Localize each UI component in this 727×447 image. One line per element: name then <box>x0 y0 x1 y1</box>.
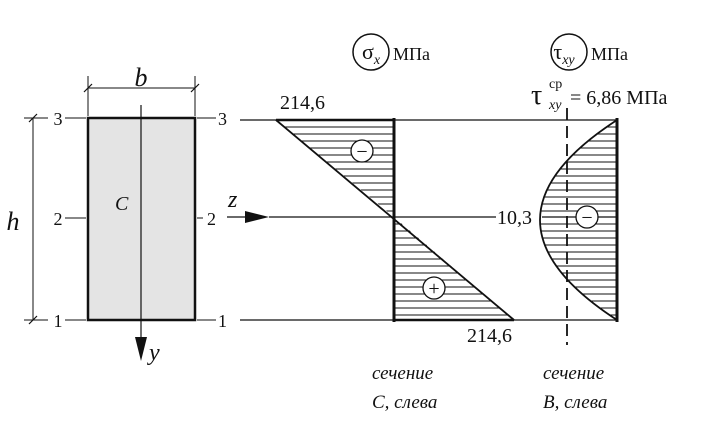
sigma-diagram: − + 214,6 214,6 σx МПа сечение C, слева <box>275 33 515 413</box>
tau-sign-circle <box>575 205 599 229</box>
sigma-symbol: σ <box>362 39 374 64</box>
width-tick-left <box>83 83 93 93</box>
y-axis-label: y <box>147 340 160 366</box>
center-label: C <box>115 193 129 215</box>
tau-max-value: 10,3 <box>497 207 532 229</box>
sigma-top-sign-circle <box>350 139 374 163</box>
cross-section: b h 3 2 1 3 2 1 y C <box>7 63 228 366</box>
sigma-bottom-sign-circle <box>422 276 446 300</box>
sigma-title: σx <box>362 39 381 68</box>
tau-caption-line1: сечение <box>543 363 604 384</box>
level-label-left-1: 1 <box>54 311 63 331</box>
tau-average-symbol: τ <box>531 80 542 111</box>
sigma-caption-line2: C, слева <box>372 392 437 413</box>
tau-symbol-circle <box>550 33 588 71</box>
sigma-caption-line1: сечение <box>372 363 433 384</box>
height-tick-top <box>28 113 38 123</box>
tau-symbol: τ <box>553 39 562 64</box>
tau-average-value: = 6,86 МПа <box>570 87 668 109</box>
tau-sign: − <box>581 207 592 229</box>
width-label: b <box>135 63 148 92</box>
sigma-symbol-circle <box>352 33 390 71</box>
level-label-right-2: 2 <box>207 209 216 229</box>
tau-diagram: − 10,3 τxy МПа τ ср xy = 6,86 МПа сечени… <box>497 33 668 413</box>
tau-title: τxy <box>553 39 575 68</box>
level-label-left-2: 2 <box>54 209 63 229</box>
tau-average-superscript: ср <box>549 77 562 92</box>
z-axis-arrowhead <box>245 211 269 223</box>
sigma-top-sign: − <box>356 141 367 163</box>
z-axis-label: z <box>227 187 238 213</box>
height-label: h <box>7 207 20 236</box>
reference-lines: z <box>227 119 617 321</box>
level-label-right-1: 1 <box>218 311 227 331</box>
sigma-subscript: x <box>373 53 381 68</box>
level-label-right-3: 3 <box>218 109 227 129</box>
sigma-unit: МПа <box>393 44 430 64</box>
sigma-bottom-value: 214,6 <box>467 325 512 347</box>
y-axis-arrowhead <box>135 337 147 361</box>
height-tick-bottom <box>28 315 38 325</box>
level-label-left-3: 3 <box>54 109 63 129</box>
sigma-top-value: 214,6 <box>280 92 325 114</box>
tau-average-subscript: xy <box>548 98 562 113</box>
width-tick-right <box>190 83 200 93</box>
tau-subscript: xy <box>561 53 575 68</box>
sigma-bottom-sign: + <box>428 278 439 300</box>
tau-parabola <box>539 119 618 321</box>
tau-unit: МПа <box>591 44 628 64</box>
tau-caption-line2: B, слева <box>543 392 607 413</box>
